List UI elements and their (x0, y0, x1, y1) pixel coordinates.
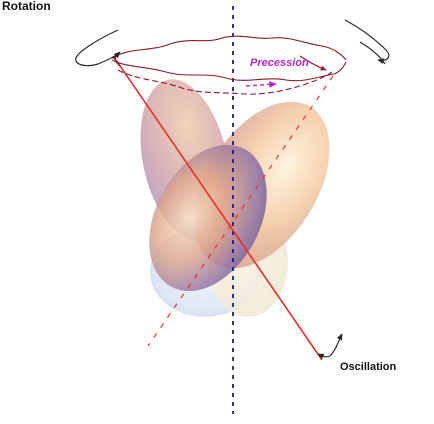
ellipsoid-front-lobe (149, 144, 267, 292)
precession-direction-arrow (245, 81, 277, 88)
precession-label: Precession (250, 57, 309, 69)
rotation-arrow (75, 19, 390, 67)
precession-path (111, 35, 347, 95)
oscillation-label: Oscillation (340, 361, 397, 373)
ellipsoid-body (140, 79, 330, 317)
rotation-label: Rotation (2, 0, 51, 13)
oscillation-arrow (317, 333, 343, 360)
solid-symmetry-axis (115, 59, 323, 361)
